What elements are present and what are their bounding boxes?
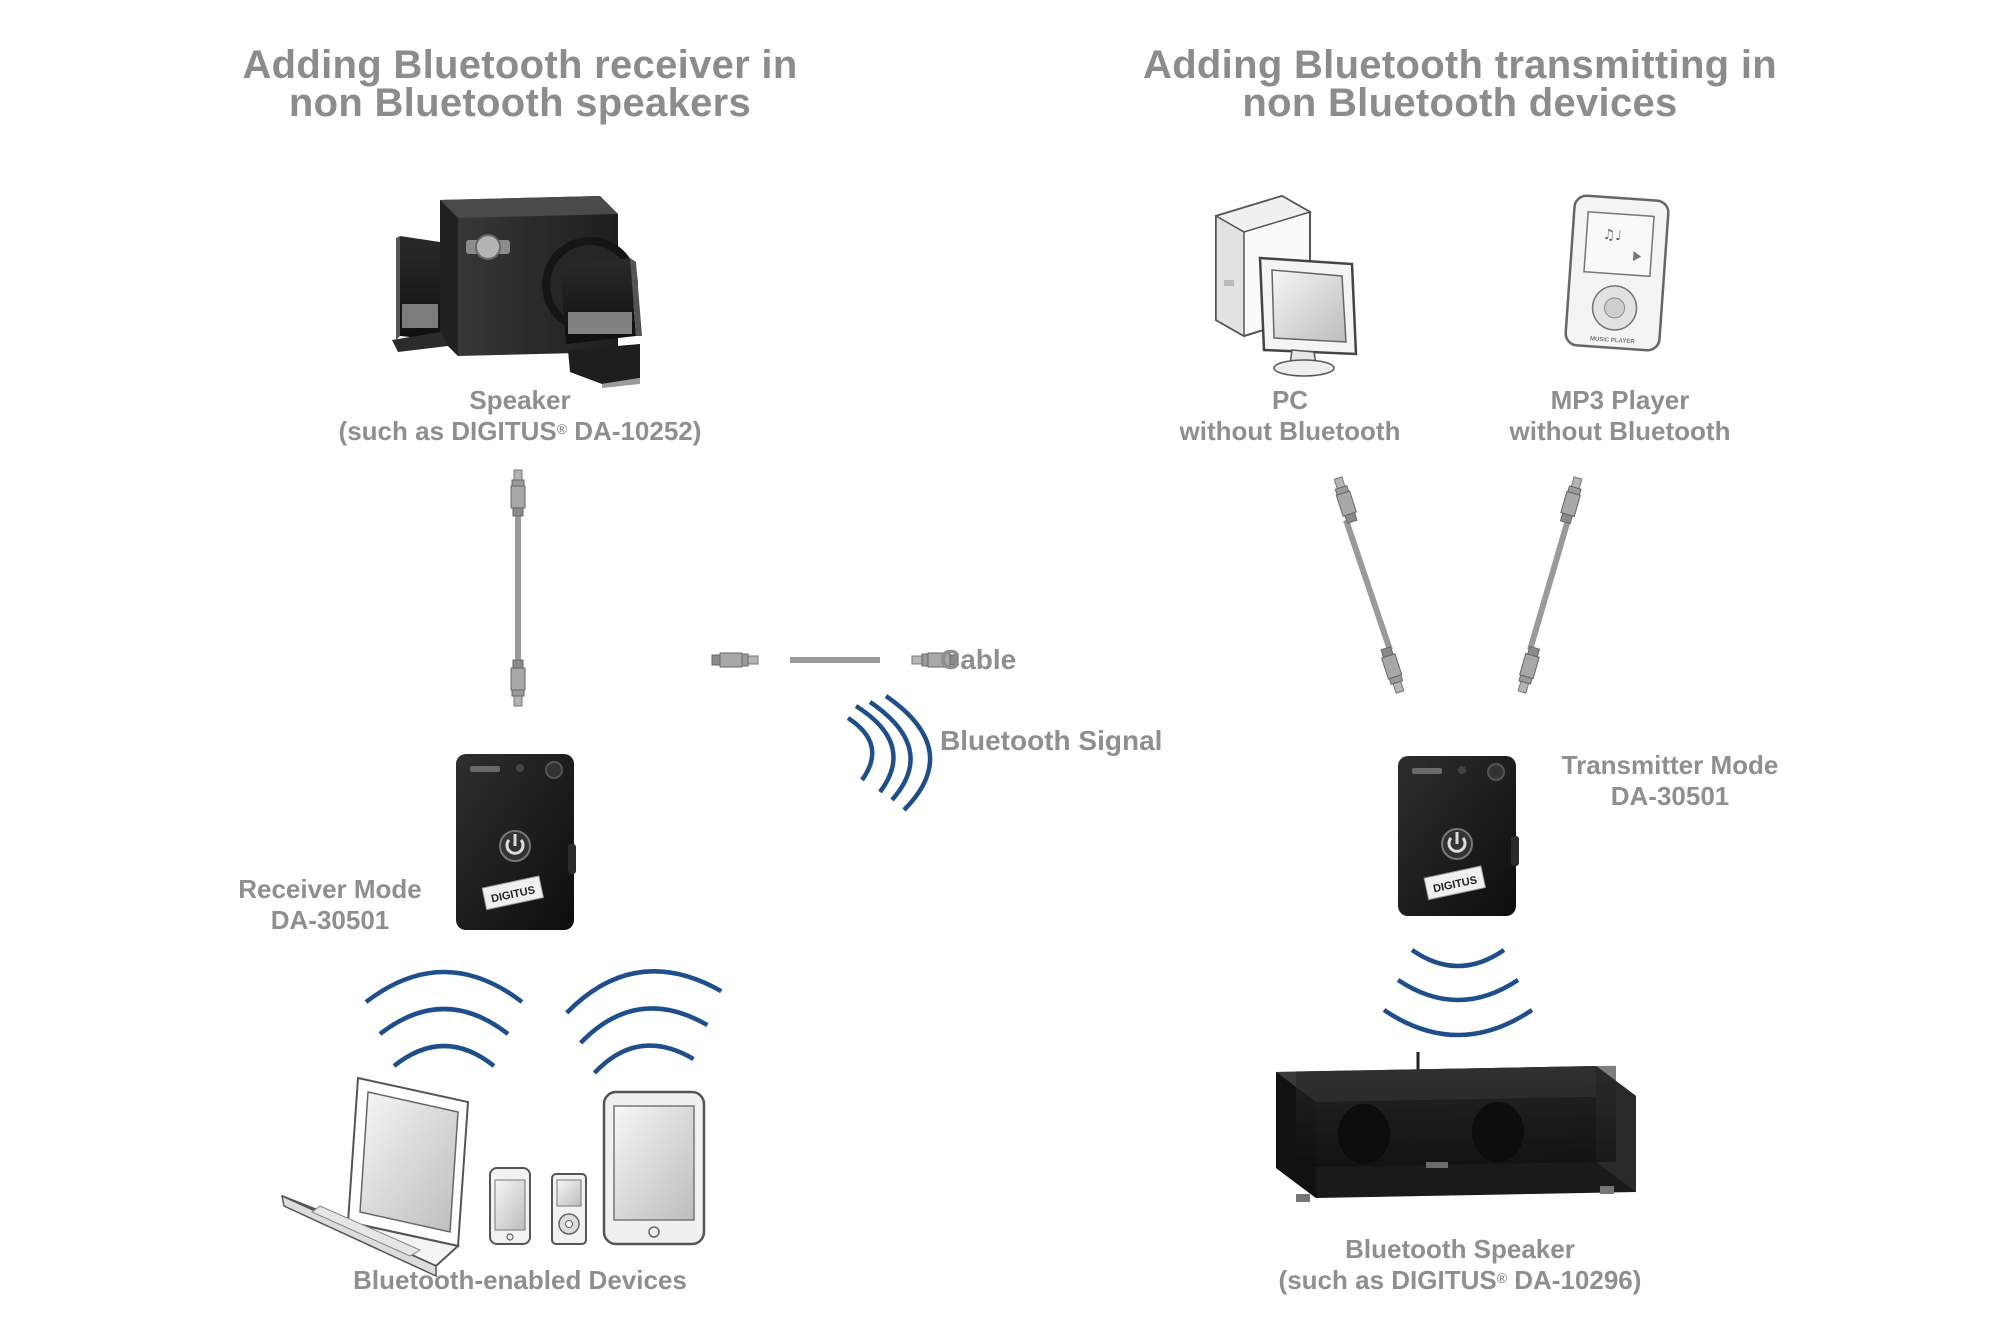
bluetooth-signal-icon: [565, 969, 723, 1075]
transmitter-mode-line2: DA-30501: [1610, 781, 1730, 811]
bluetooth-signal-icon: [364, 969, 524, 1068]
phone-icon: [489, 1167, 531, 1245]
pc-label-line1: PC: [1271, 385, 1309, 415]
tablet-icon: [602, 1090, 706, 1246]
bluetooth-adapter-icon: DIGITUS: [1398, 756, 1519, 916]
speaker-label: Speaker (such as DIGITUS® DA-10252): [300, 385, 740, 447]
bluetooth-signal-icon: [1382, 948, 1534, 1038]
bt-speaker-line2: (such as DIGITUS® DA-10296): [1278, 1265, 1642, 1295]
left-heading-line1: Adding Bluetooth receiver in: [242, 43, 798, 87]
left-heading-line2: non Bluetooth speakers: [288, 81, 752, 125]
bluetooth-speaker-icon: [1276, 1052, 1636, 1202]
cable-icon: [1514, 475, 1586, 695]
right-heading: Adding Bluetooth transmitting in non Blu…: [1110, 43, 1810, 125]
svg-text:♫♩: ♫♩: [1602, 227, 1622, 244]
mp3-label-line2: without Bluetooth: [1509, 416, 1731, 446]
receiver-mode-line2: DA-30501: [270, 905, 390, 935]
mp3-player-icon: ♫♩ MUSIC PLAYER: [1564, 194, 1670, 352]
legend-cable-label: Cable: [940, 644, 1017, 675]
transmitter-mode-label: Transmitter Mode DA-30501: [1540, 750, 1800, 812]
cable-icon: [711, 652, 959, 668]
bluetooth-adapter-icon: DIGITUS: [456, 754, 576, 930]
pc-label-line2: without Bluetooth: [1179, 416, 1401, 446]
left-heading: Adding Bluetooth receiver in non Bluetoo…: [200, 43, 840, 125]
mp3-screen-label: MUSIC PLAYER: [1590, 336, 1636, 345]
receiver-mode-label: Receiver Mode DA-30501: [220, 874, 440, 936]
bluetooth-signal-icon: [846, 694, 933, 812]
pc-label: PC without Bluetooth: [1150, 385, 1430, 447]
cable-icon: [1330, 475, 1408, 695]
speaker-label-line2: (such as DIGITUS® DA-10252): [338, 416, 702, 446]
legend-signal-label: Bluetooth Signal: [940, 725, 1163, 756]
bt-devices-label: Bluetooth-enabled Devices: [353, 1265, 687, 1295]
mp3-label-line1: MP3 Player: [1550, 385, 1690, 415]
right-heading-line1: Adding Bluetooth transmitting in: [1143, 43, 1777, 87]
bt-speaker-line1: Bluetooth Speaker: [1345, 1234, 1575, 1264]
right-heading-line2: non Bluetooth devices: [1242, 81, 1678, 125]
mp3-label: MP3 Player without Bluetooth: [1480, 385, 1760, 447]
bt-speaker-label: Bluetooth Speaker (such as DIGITUS® DA-1…: [1230, 1234, 1690, 1296]
transmitter-mode-line1: Transmitter Mode: [1561, 750, 1779, 780]
pc-icon: [1214, 194, 1358, 377]
speaker-set-icon: [392, 196, 642, 388]
laptop-icon: [280, 1076, 470, 1278]
receiver-mode-line1: Receiver Mode: [238, 874, 422, 904]
cable-icon: [510, 469, 526, 707]
ipod-icon: [551, 1173, 587, 1245]
speaker-label-line1: Speaker: [469, 385, 571, 415]
